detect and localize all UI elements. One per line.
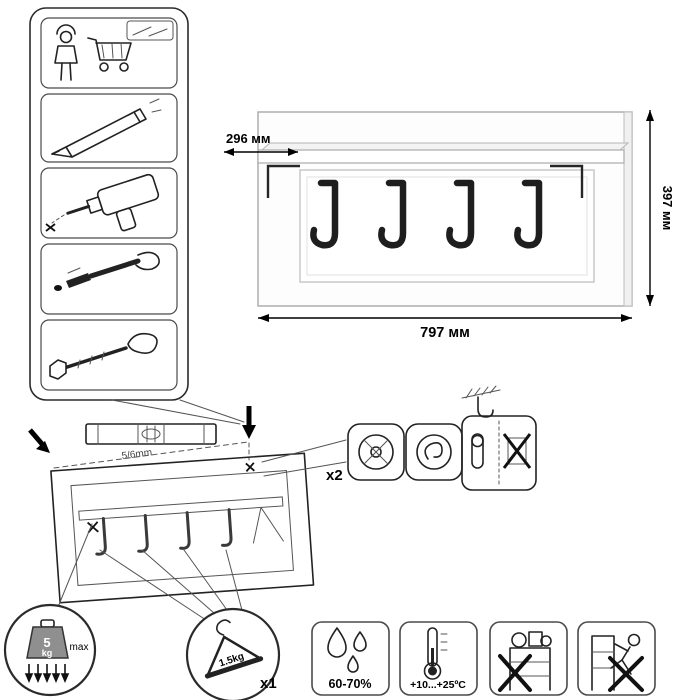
hook-1 (310, 179, 339, 249)
hanger-weight-badge: 1.5kg x1 (185, 607, 281, 700)
hardware-box-3 (461, 415, 537, 491)
left-bracket (266, 164, 300, 198)
bolt-assembly-icon (49, 332, 158, 380)
inner-frame-line (306, 176, 588, 276)
installation-diagram: 5/6mm (28, 399, 347, 625)
hook-2 (378, 179, 407, 249)
no-top-load-icon (498, 631, 552, 692)
mounted-panel-sketch (50, 452, 315, 604)
max-load-note: max (70, 642, 89, 653)
tool-step-4-box (40, 243, 178, 315)
right-bracket (550, 164, 584, 198)
hanger-count-label: x1 (260, 675, 277, 692)
dimension-width: 797 мм (258, 314, 632, 341)
shelf-top-surface (260, 142, 630, 151)
product-view (257, 111, 633, 307)
sketch-hook-3 (179, 511, 191, 550)
tool-step-1-box (40, 17, 178, 89)
panel-side-edge (623, 111, 633, 307)
temperature-box: +10...+25ºC (399, 621, 478, 696)
hook-4 (514, 179, 543, 249)
hanger-icon: 1.5kg (204, 619, 264, 679)
hook-3 (446, 179, 475, 249)
shelf (257, 149, 625, 164)
weight-icon: 5 kg (26, 619, 69, 659)
sketch-hook-4 (221, 508, 233, 547)
pencil-icon (51, 98, 162, 158)
mount-point-x-right (245, 462, 255, 472)
max-load-value: 5 (43, 635, 50, 650)
mount-arrow-top (242, 406, 256, 439)
no-top-load-box (489, 621, 568, 696)
height-label: 397 мм (660, 186, 675, 231)
fastener-count-label: x2 (326, 467, 343, 484)
hardware-box-2 (405, 423, 463, 481)
hardware-callout: x2 (326, 385, 537, 491)
humidity-drops-icon (327, 627, 367, 673)
temperature-label: +10...+25ºC (410, 679, 466, 691)
sketch-hook-2 (137, 514, 149, 553)
width-label: 797 мм (420, 325, 470, 341)
depth-label: 296 мм (226, 131, 271, 146)
humidity-box: 60-70% (311, 621, 390, 696)
wall-hook-mini-icon (461, 385, 501, 418)
screw-hook-icon (416, 434, 452, 470)
load-arrows (24, 664, 70, 684)
dimension-height: 397 мм (646, 110, 675, 306)
hardware-box-1 (347, 423, 405, 481)
no-fastener-icon (502, 433, 532, 469)
keyhole-bracket-icon (471, 433, 484, 469)
no-climb-box (577, 621, 656, 696)
mount-arrow-left (28, 428, 50, 453)
max-load-unit: kg (42, 648, 53, 658)
mount-point-x-left (87, 521, 99, 534)
max-load-badge: 5 kg max (3, 603, 97, 697)
dimension-depth: 296 мм (224, 131, 298, 156)
tools-panel (29, 7, 189, 401)
spirit-level (85, 423, 217, 445)
dowel-insert-icon (54, 251, 160, 291)
humidity-label: 60-70% (328, 677, 371, 691)
no-climb-icon (591, 633, 644, 692)
wall-plug-icon (358, 434, 394, 470)
drill-size-label: 5/6mm (121, 447, 153, 462)
thermometer-icon (423, 627, 448, 680)
worker-cart-icon (54, 20, 174, 81)
inner-frame (299, 169, 595, 283)
drill-icon (45, 173, 160, 232)
